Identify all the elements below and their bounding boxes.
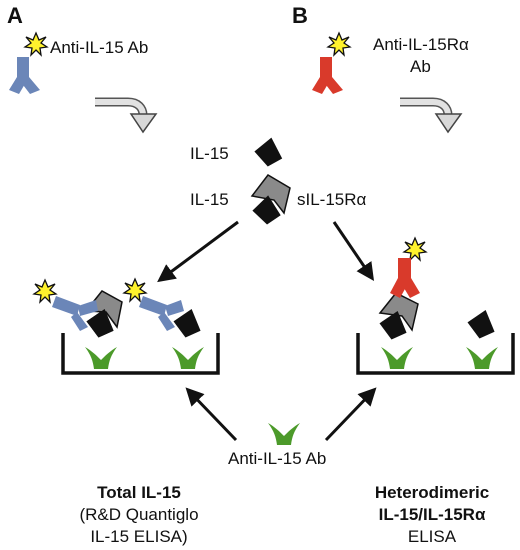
panel-label-a: A xyxy=(7,3,23,28)
total-il15-line2: (R&D Quantiglo xyxy=(79,505,198,524)
panel-label-b: B xyxy=(292,3,308,28)
capture-ab-icon xyxy=(466,347,498,369)
anti-il15ra-ab-label-line1: Anti-IL-15Rα xyxy=(373,35,469,54)
total-il15-line3: IL-15 ELISA) xyxy=(90,527,187,546)
heterodimeric-line3: ELISA xyxy=(408,527,457,546)
capture-ab-icon xyxy=(172,347,204,369)
total-il15-title: Total IL-15 xyxy=(97,483,181,502)
capture-ab-icon xyxy=(85,347,117,369)
capture-ab-legend-icon xyxy=(268,423,300,445)
heterodimeric-title-line2: IL-15/IL-15Rα xyxy=(379,505,486,524)
sil15ra-label: sIL-15Rα xyxy=(297,190,367,209)
process-arrow-left xyxy=(95,97,158,134)
arrow-capture-to-total-well xyxy=(185,387,238,442)
il15-complex-label: IL-15 xyxy=(190,190,229,209)
capture-ab-icon xyxy=(381,347,413,369)
arrow-to-heterodimeric-well xyxy=(332,221,375,281)
il15-free-icon xyxy=(252,136,284,169)
il15-bound-icon xyxy=(465,309,496,341)
sil15ra-bound-icon xyxy=(84,290,123,340)
anti-il15ra-antibody-icon xyxy=(312,32,351,94)
il15-free-label: IL-15 xyxy=(190,144,229,163)
total-il15-well xyxy=(61,333,220,375)
arrow-capture-to-heterodimeric-well xyxy=(324,387,377,442)
sil15ra-complex-icon xyxy=(249,174,291,228)
anti-il15ra-ab-label-line2: Ab xyxy=(410,57,431,76)
heterodimeric-well xyxy=(356,333,515,375)
anti-il15ra-detection-ab-icon xyxy=(390,237,427,298)
anti-il15-ab-label: Anti-IL-15 Ab xyxy=(50,38,148,57)
anti-il15-detection-ab-icon xyxy=(123,278,184,331)
arrow-to-total-well xyxy=(157,220,239,283)
capture-ab-label: Anti-IL-15 Ab xyxy=(228,449,326,468)
anti-il15-antibody-icon xyxy=(9,32,48,94)
process-arrow-right xyxy=(400,97,463,134)
sil15ra-bound-icon xyxy=(377,292,419,342)
heterodimeric-title-line1: Heterodimeric xyxy=(375,483,489,502)
anti-il15-detection-ab-icon xyxy=(33,279,98,331)
